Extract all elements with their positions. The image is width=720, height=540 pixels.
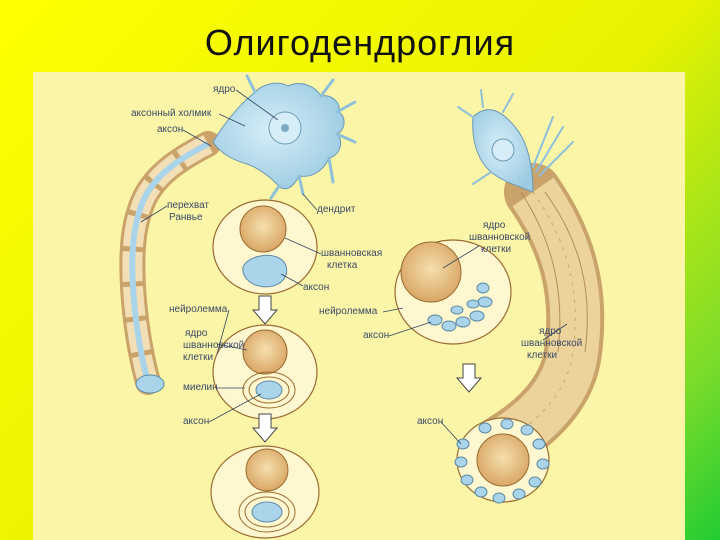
label-nucleus: ядро [213, 84, 236, 95]
right-neuron [454, 89, 605, 504]
label-dendrite: дендрит [317, 204, 356, 215]
label-schwann-cell-2: клетка [327, 260, 358, 271]
label-axon-right: аксон [363, 330, 389, 341]
label-schwann-cell-1: шванновская [321, 248, 382, 259]
unmyelinated-cross-section [394, 239, 512, 345]
cross-section-1 [212, 199, 318, 295]
label-axon-top: аксон [157, 124, 183, 135]
label-neurolemma-right: нейролемма [319, 306, 378, 317]
label-schwann-nucleus-r1: ядро [483, 220, 506, 231]
label-myelin: миелин [183, 382, 218, 393]
label-axon-bottom-right: аксон [417, 416, 443, 427]
label-schwann-nucleus-r2: шванновской [469, 232, 530, 243]
label-schwann-nucleus-l1: ядро [185, 328, 208, 339]
label-schwann-nucleus-l3: клетки [183, 352, 213, 363]
slide-title: Олигодендроглия [204, 22, 516, 63]
label-axon-bottom-left: аксон [183, 416, 209, 427]
myelinated-axon [119, 131, 221, 395]
left-neuron [119, 74, 357, 395]
cross-section-3 [210, 445, 320, 539]
oligodendroglia-diagram: ядро аксонный холмик аксон перехват Ранв… [119, 74, 605, 539]
label-axon-mid: аксон [303, 282, 329, 293]
label-schwann-nucleus-r6: клетки [527, 350, 557, 361]
arrow-down-2 [251, 413, 279, 443]
arrow-down-3 [455, 363, 483, 393]
label-schwann-nucleus-l2: шванновской [183, 340, 244, 351]
diagram-panel: ядро аксонный холмик аксон перехват Ранв… [33, 72, 685, 540]
label-node-ranvier-2: Ранвье [169, 212, 203, 223]
label-schwann-nucleus-r4: ядро [539, 326, 562, 337]
label-schwann-nucleus-r5: шванновской [521, 338, 582, 349]
label-schwann-nucleus-r3: клетки [481, 244, 511, 255]
arrow-down-1 [251, 295, 279, 325]
labels: ядро аксонный холмик аксон перехват Ранв… [131, 84, 582, 445]
label-neurolemma-left: нейролемма [169, 304, 228, 315]
label-axon-hillock: аксонный холмик [131, 108, 212, 119]
label-node-ranvier-1: перехват [167, 200, 209, 211]
